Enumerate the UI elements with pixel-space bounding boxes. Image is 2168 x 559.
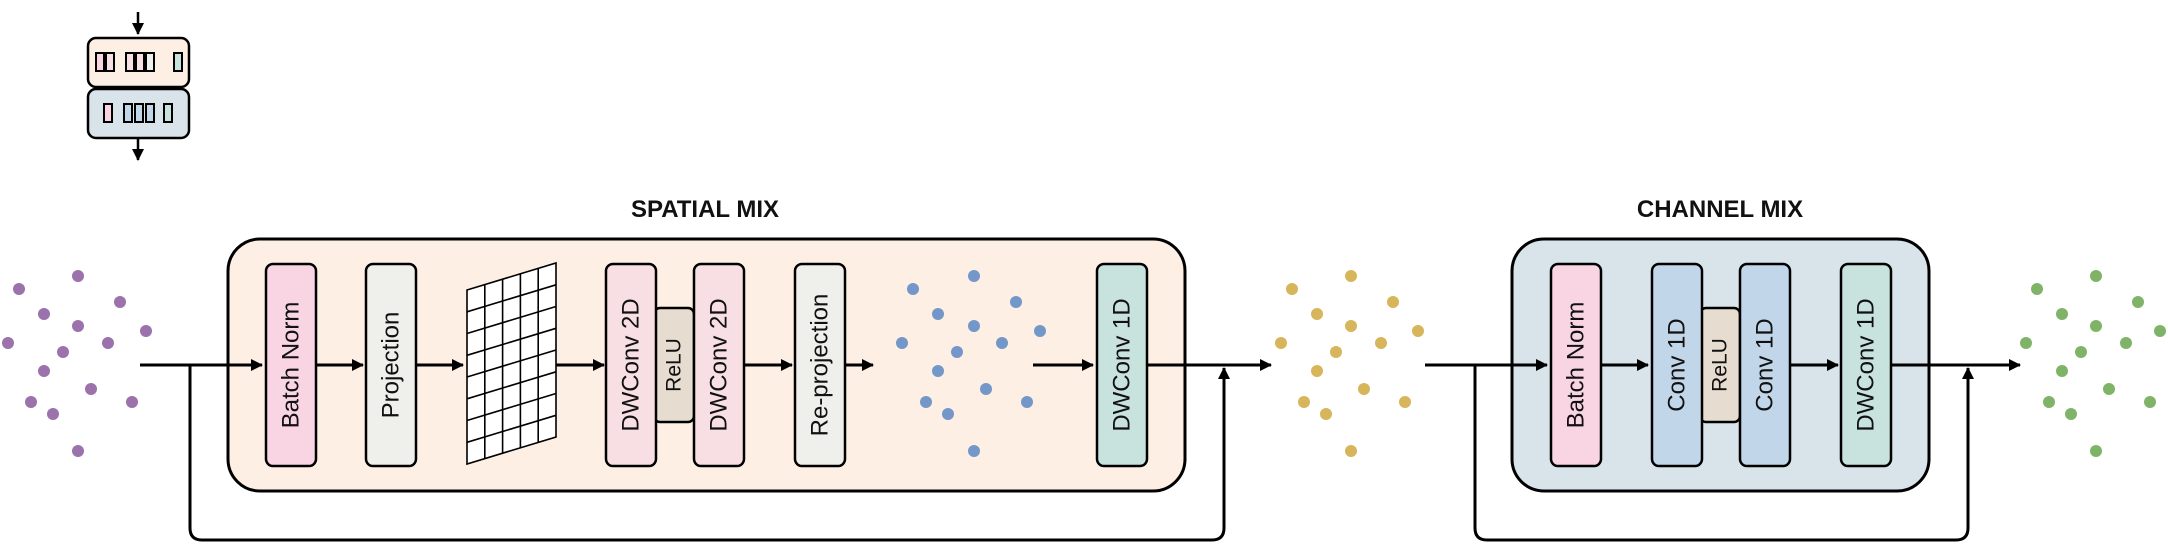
spatial-batch-norm-label: Batch Norm xyxy=(278,302,305,429)
projection-grid xyxy=(466,261,557,466)
projection-label: Projection xyxy=(378,312,405,419)
dwconv2d-block-a: DWConv 2D xyxy=(604,262,658,468)
spatial-dwconv1d-label: DWConv 1D xyxy=(1109,298,1136,431)
channel-skip-connection xyxy=(1473,366,1974,542)
dwconv2d-label-a: DWConv 2D xyxy=(618,298,645,431)
spatial-batch-norm-block: Batch Norm xyxy=(264,262,318,468)
dwconv2d-block-b: DWConv 2D xyxy=(692,262,746,468)
relu-block-spatial: ReLU xyxy=(652,306,696,424)
spatial-mix-title: SPATIAL MIX xyxy=(631,196,779,223)
block-overview-icon xyxy=(86,12,191,161)
relu-label-spatial: ReLU xyxy=(663,338,686,392)
channel-batch-norm-label: Batch Norm xyxy=(1563,302,1590,429)
input-point-cloud xyxy=(2,270,152,457)
reprojection-label: Re-projection xyxy=(807,294,834,437)
output-point-cloud xyxy=(2020,270,2166,457)
relu-block-channel: ReLU xyxy=(1698,306,1742,424)
relu-label-channel: ReLU xyxy=(1709,338,1732,392)
intermediate-point-cloud xyxy=(1275,270,1424,457)
conv1d-block-a: Conv 1D xyxy=(1650,262,1704,468)
projection-block: Projection xyxy=(364,262,418,468)
conv1d-label-b: Conv 1D xyxy=(1752,318,1779,411)
dwconv2d-label-b: DWConv 2D xyxy=(706,298,733,431)
channel-dwconv1d-block: DWConv 1D xyxy=(1839,262,1893,468)
spatial-dwconv1d-block: DWConv 1D xyxy=(1095,262,1149,468)
channel-mix-title: CHANNEL MIX xyxy=(1637,196,1803,223)
reprojection-block: Re-projection xyxy=(793,262,847,468)
conv1d-block-b: Conv 1D xyxy=(1738,262,1792,468)
channel-dwconv1d-label: DWConv 1D xyxy=(1853,298,1880,431)
conv1d-label-a: Conv 1D xyxy=(1664,318,1691,411)
channel-batch-norm-block: Batch Norm xyxy=(1549,262,1603,468)
spatial-skip-connection xyxy=(188,366,1230,542)
spatial-point-cloud xyxy=(896,270,1046,457)
